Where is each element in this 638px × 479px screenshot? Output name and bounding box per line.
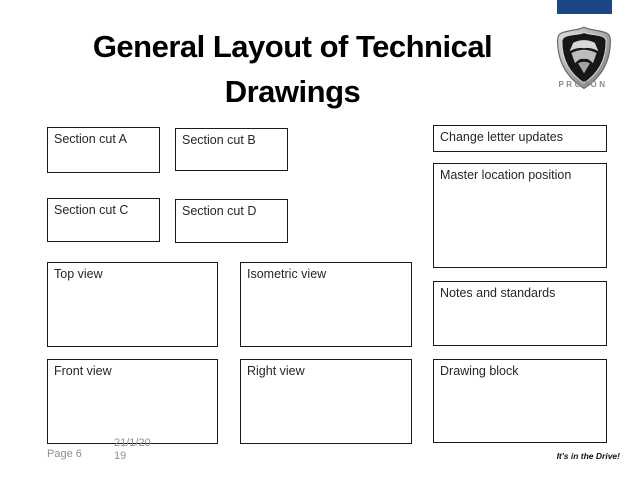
slide-date: 21/1/20 19 — [114, 437, 151, 463]
page-number: Page 6 — [47, 448, 82, 460]
box-right-view: Right view — [240, 359, 412, 444]
proton-tiger-shield-icon — [554, 26, 614, 92]
box-top-view: Top view — [47, 262, 218, 347]
brand-slogan: It's in the Drive! — [556, 451, 620, 461]
box-change-letter-updates: Change letter updates — [433, 125, 607, 152]
box-master-location-position: Master location position — [433, 163, 607, 268]
slide-date-line1: 21/1/20 — [114, 437, 151, 449]
box-notes-and-standards: Notes and standards — [433, 281, 607, 346]
slide-title: General Layout of Technical Drawings — [92, 29, 493, 109]
brand-accent-bar — [557, 0, 612, 14]
box-section-cut-c: Section cut C — [47, 198, 160, 242]
box-section-cut-d: Section cut D — [175, 199, 288, 243]
box-drawing-block: Drawing block — [433, 359, 607, 443]
box-front-view: Front view — [47, 359, 218, 444]
proton-wordmark: PROTON — [558, 80, 608, 89]
slide-date-line2: 19 — [114, 450, 127, 462]
box-isometric-view: Isometric view — [240, 262, 412, 347]
box-section-cut-b: Section cut B — [175, 128, 288, 171]
box-section-cut-a: Section cut A — [47, 127, 160, 173]
